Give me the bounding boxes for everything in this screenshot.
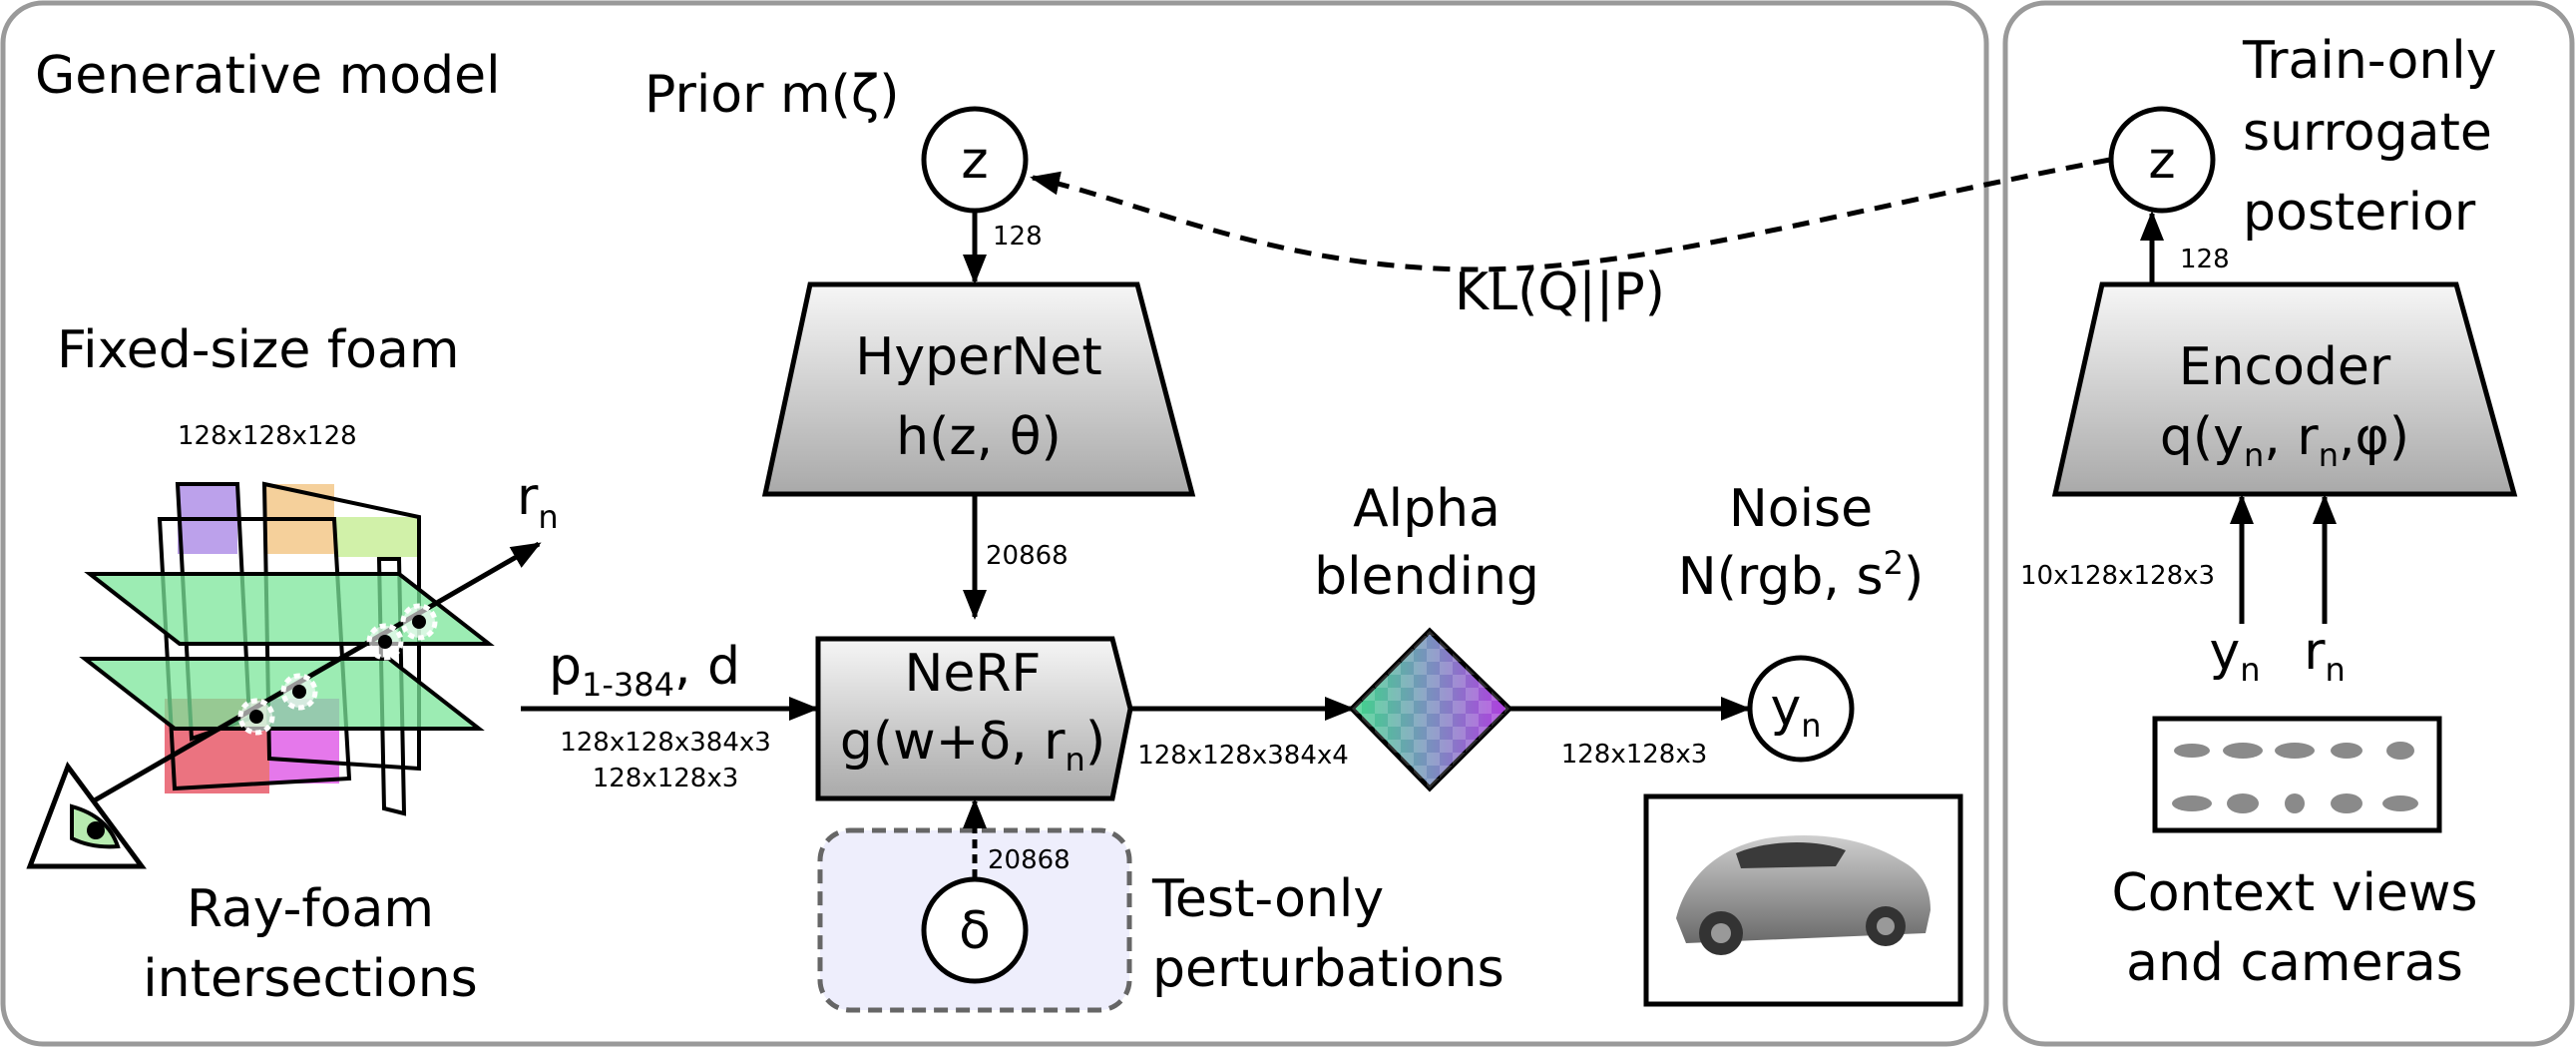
encoder-formula: q(yn, rn,φ) [2160, 407, 2409, 474]
encoder-input-rn: rn [2304, 622, 2346, 689]
surrogate-title-line-1: Train-only [2242, 31, 2497, 91]
delta-node [921, 876, 1029, 984]
noise-title: Noise [1729, 479, 1873, 539]
alpha-out-dim: 128x128x3 [1561, 740, 1708, 770]
foam-title: Fixed-size foam [57, 320, 460, 380]
prior-z-label: z [961, 131, 988, 191]
surrogate-title-line-3: posterior [2243, 183, 2476, 243]
nerf-block [815, 636, 1133, 801]
hypernet-name: HyperNet [855, 327, 1102, 387]
encoder-block [2051, 281, 2518, 497]
context-car-thumbnails [2172, 742, 2418, 813]
hypernet-formula: h(z, θ) [896, 407, 1062, 467]
surrogate-panel [2002, 0, 2575, 1047]
encoder-in-dim: 10x128x128x3 [2020, 561, 2215, 591]
foam-caption-line-1: Ray-foam [187, 879, 434, 939]
points-dim-1: 128x128x384x3 [560, 728, 771, 758]
foam-size: 128x128x128 [178, 421, 357, 451]
prior-z-node [921, 106, 1029, 214]
intersection-markers [237, 603, 438, 736]
delta-dim: 20868 [988, 845, 1071, 875]
eye-icon [26, 761, 147, 869]
encoder-input-yn: yn [2209, 622, 2260, 689]
prior-label: Prior m(ζ) [644, 65, 900, 125]
hypernet-out-dim: 20868 [986, 541, 1069, 571]
nerf-formula: g(w+δ, rn) [840, 712, 1105, 779]
nerf-name: NeRF [905, 644, 1042, 704]
output-yn-node [1747, 655, 1855, 763]
delta-label: δ [959, 901, 991, 961]
points-dim-2: 128x128x3 [593, 764, 739, 793]
perturbation-caption-line-2: perturbations [1152, 939, 1504, 999]
encoder-out-dim: 128 [2180, 245, 2230, 274]
alpha-caption-line-2: blending [1314, 547, 1539, 607]
context-caption-line-1: Context views [2111, 863, 2477, 923]
generative-panel [0, 0, 1989, 1047]
output-yn-label: yn [1770, 678, 1821, 745]
kl-dashed-arrow [1030, 157, 2111, 272]
surrogate-title-line-2: surrogate [2243, 103, 2492, 163]
encoder-name: Encoder [2179, 337, 2391, 397]
context-caption-line-2: and cameras [2126, 933, 2463, 993]
points-label: p1-384, d [549, 637, 740, 704]
hypernet-block [761, 281, 1196, 497]
foam-illustration [79, 481, 495, 816]
car-icon [1676, 834, 1931, 955]
perturbation-caption-line-1: Test-only [1151, 869, 1384, 929]
nerf-out-dim: 128x128x384x4 [1137, 741, 1349, 771]
kl-label: KL(Q||P) [1455, 262, 1665, 322]
prior-dim-label: 128 [993, 222, 1043, 252]
noise-formula: N(rgb, s2) [1678, 544, 1924, 607]
alpha-caption-line-1: Alpha [1353, 479, 1501, 539]
foam-caption-line-2: intersections [143, 949, 478, 1009]
context-views-image [2152, 716, 2442, 833]
posterior-z-label: z [2148, 131, 2175, 191]
foam-ray-label: rn [517, 467, 559, 536]
generative-panel-title: Generative model [35, 46, 501, 106]
